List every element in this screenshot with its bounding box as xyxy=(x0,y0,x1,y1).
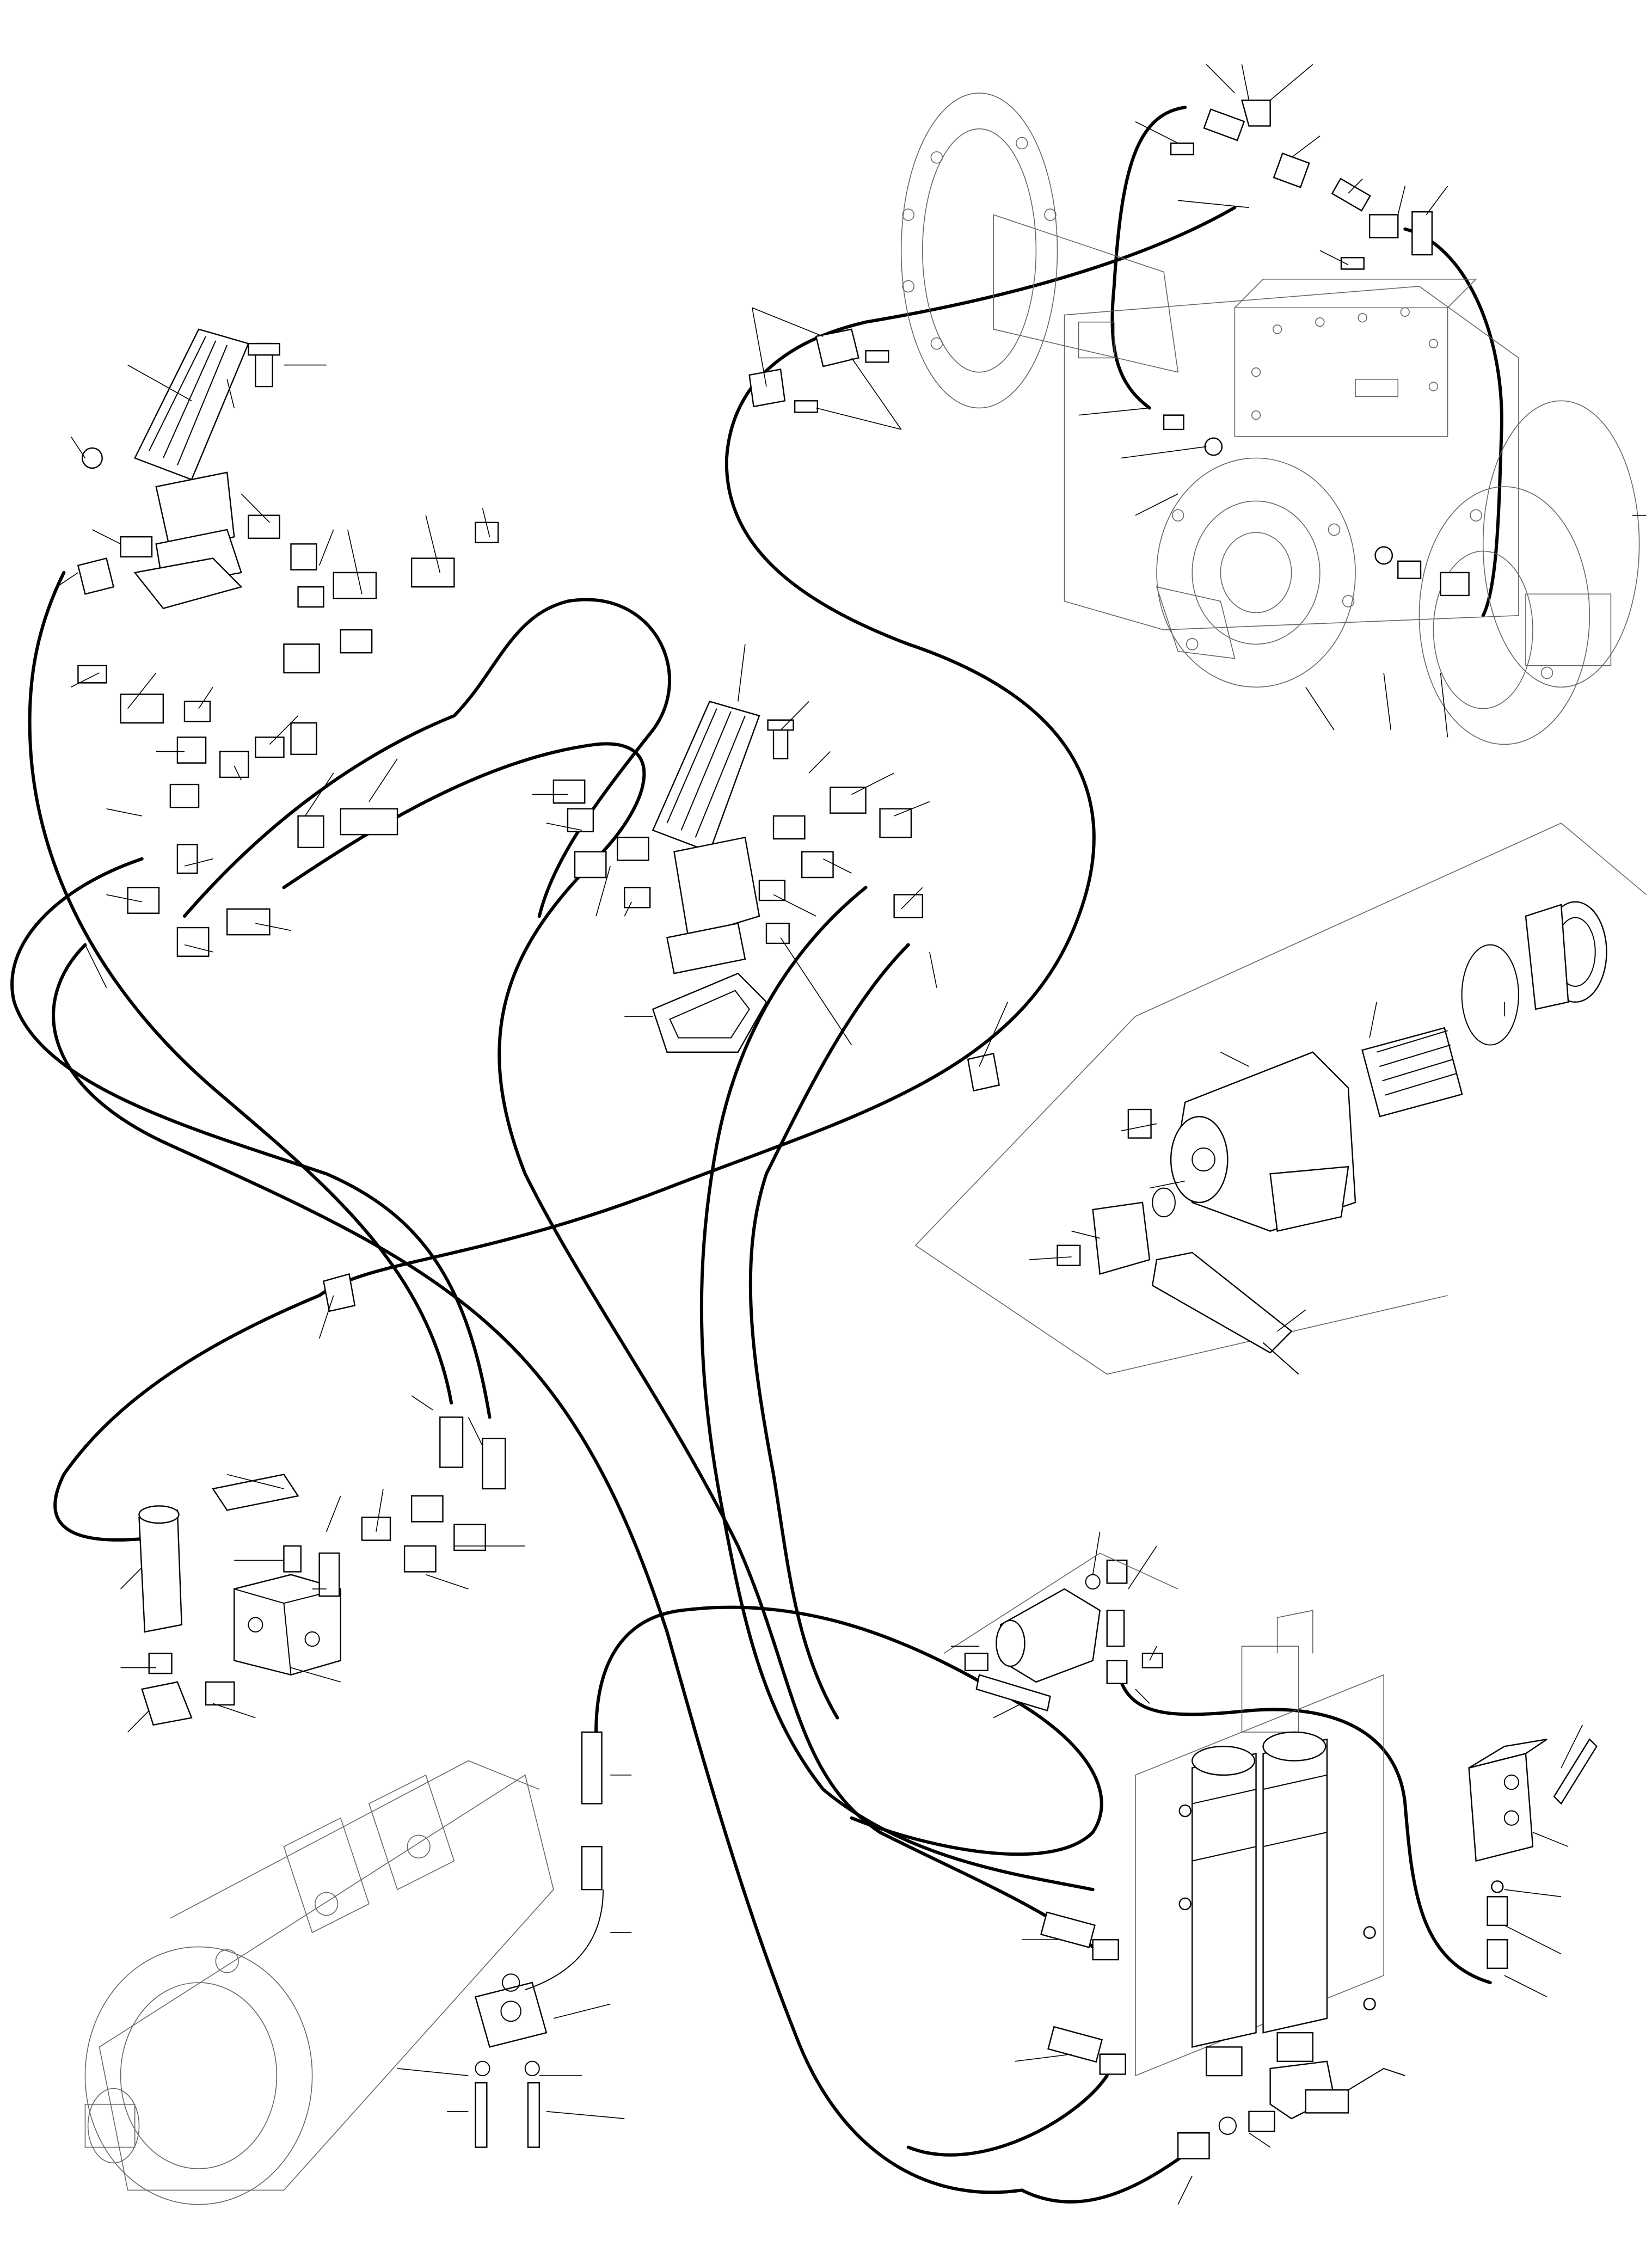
hose-network xyxy=(12,107,1502,2202)
hose-clip-icon xyxy=(750,329,889,413)
hose-left-loop-a xyxy=(12,859,489,1417)
hose-bottom-right xyxy=(908,2076,1107,2155)
hose-center-down xyxy=(702,887,1093,1889)
valve-block-icon xyxy=(1469,1739,1597,1968)
left-lower-fittings xyxy=(213,1417,505,1572)
hose-axle-to-clip xyxy=(727,207,1235,644)
hose-big-s-curve xyxy=(55,644,1094,1540)
axle-fittings xyxy=(1164,100,1469,596)
hose-to-bottom-fitting xyxy=(1022,2155,1185,2202)
hose-left-vertical xyxy=(30,573,452,1403)
brake-pedal-valve-center-icon xyxy=(653,702,793,1052)
hose-crossing-1 xyxy=(53,945,1022,2193)
pump-fittings xyxy=(475,1732,603,2147)
hose-center-down-2 xyxy=(751,945,908,1718)
axle-bolts xyxy=(902,137,1552,678)
inline-filter-exploded-icon xyxy=(916,823,1647,1374)
hose-accumulator-right xyxy=(1121,1682,1490,1983)
small-accumulator-icon xyxy=(139,1506,235,1725)
hose-axle-loop xyxy=(1112,107,1185,408)
callout-leader-lines xyxy=(57,64,1646,2204)
lower-right-fittings xyxy=(1041,1912,1275,2159)
brake-pedal-valve-left-icon xyxy=(82,329,279,609)
hose-clamp-center-icon xyxy=(323,1053,999,1311)
hose-axle-right xyxy=(1405,229,1502,616)
distribution-block-icon xyxy=(234,1546,341,1675)
center-fittings xyxy=(554,780,923,943)
left-fittings xyxy=(78,516,498,956)
hose-loop-top xyxy=(185,600,670,916)
tandem-gear-pump-icon xyxy=(85,1761,553,2205)
pressure-switch-icon xyxy=(944,1553,1178,1710)
twin-accumulator-icon xyxy=(1135,1610,1405,2119)
axle-differential-icon xyxy=(901,93,1639,745)
